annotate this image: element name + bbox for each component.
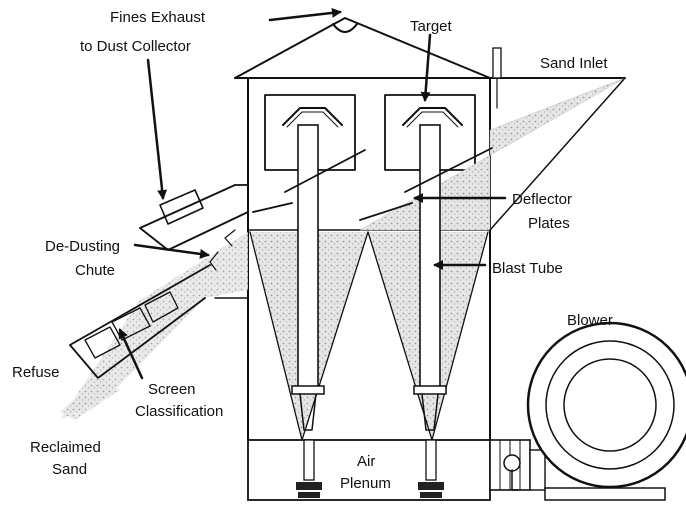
label-screen-2: Classification	[135, 403, 223, 420]
blower	[489, 321, 686, 501]
label-plenum: Plenum	[340, 475, 391, 492]
label-de-dusting-2: Chute	[75, 262, 115, 279]
label-sand-inlet: Sand Inlet	[540, 55, 608, 72]
air-plenum	[247, 439, 491, 501]
nozzle-right	[418, 439, 444, 498]
label-blast-tube: Blast Tube	[492, 260, 563, 277]
labels: Fines Exhaust to Dust Collector Target S…	[12, 9, 613, 492]
deflector-plates	[252, 147, 493, 221]
label-reclaimed-1: Reclaimed	[30, 439, 101, 456]
nozzle-left	[296, 439, 322, 498]
de-dusting-chute	[60, 184, 249, 420]
label-refuse: Refuse	[12, 364, 60, 381]
label-deflector-2: Plates	[528, 215, 570, 232]
blast-tube-right	[413, 124, 447, 431]
label-fines-exhaust-2: to Dust Collector	[80, 38, 191, 55]
leader-arrows	[118, 7, 507, 380]
label-screen-1: Screen	[148, 381, 196, 398]
label-air: Air	[357, 453, 375, 470]
label-de-dusting-1: De-Dusting	[45, 238, 120, 255]
label-deflector-1: Deflector	[512, 191, 572, 208]
inlet-post	[492, 47, 502, 109]
blast-tube-left	[291, 124, 325, 431]
label-target: Target	[410, 18, 453, 35]
refuse-sand	[60, 378, 120, 420]
label-reclaimed-2: Sand	[52, 461, 87, 478]
hopper-roof	[234, 17, 626, 79]
label-blower: Blower	[567, 312, 613, 329]
label-fines-exhaust-1: Fines Exhaust	[110, 9, 206, 26]
